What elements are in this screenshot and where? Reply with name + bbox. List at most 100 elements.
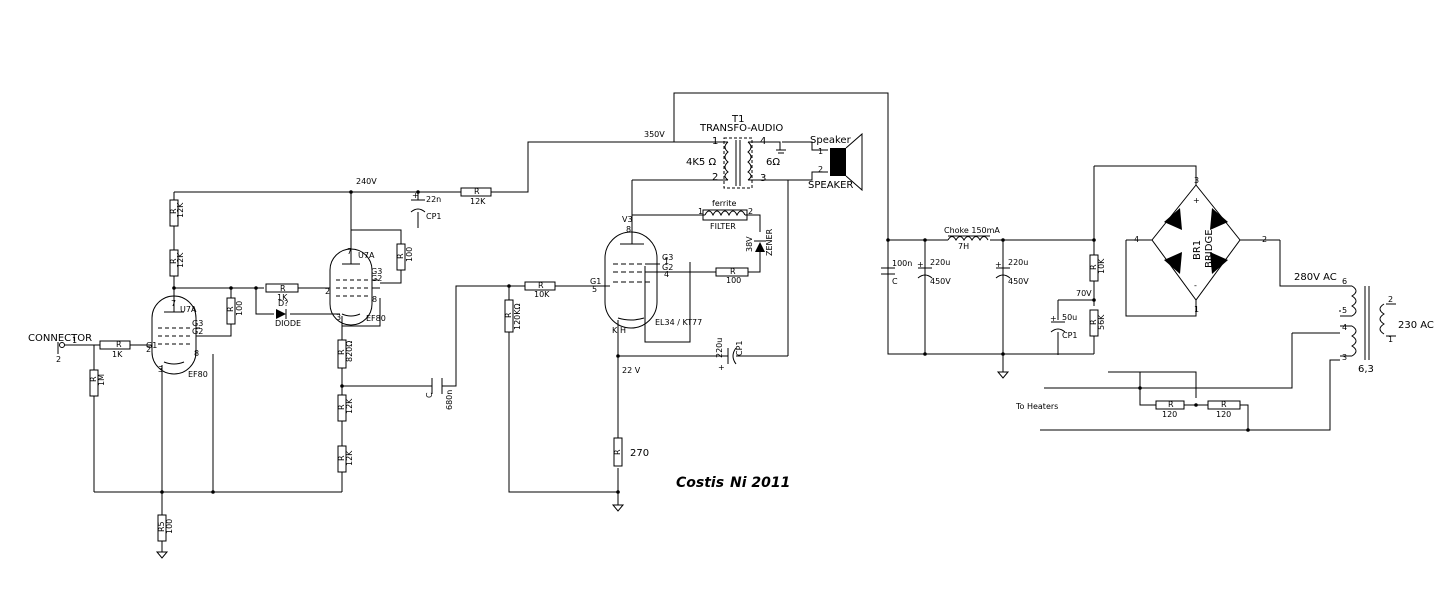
tube1-type: EF80 — [188, 370, 208, 379]
r-screen-out-ref: R — [730, 267, 736, 276]
r-grid-stop-ref: R — [538, 281, 544, 290]
junctions — [160, 190, 1250, 494]
svg-text:+: + — [718, 363, 725, 372]
r-screen-out-body — [715, 267, 749, 277]
svg-text:+: + — [917, 260, 924, 269]
signature-name: Costis — [676, 475, 724, 491]
r-plate1a-ref: R — [169, 208, 178, 214]
r-input-value: 1K — [112, 350, 123, 359]
input-connector: CONNECTOR 1 2 — [28, 333, 92, 364]
r-feed-ref: R — [474, 187, 480, 196]
diode-value: DIODE — [275, 319, 301, 328]
coupling-cap: C 680n — [425, 378, 454, 410]
tube1-pin-g1: G1 — [146, 341, 157, 350]
transformer-name: TRANSFO-AUDIO — [699, 123, 783, 134]
transformer-pin-3: 3 — [760, 173, 766, 184]
output-stage: R 10K R 120KΩ R 100 R 270 + 220u CP1 fer… — [504, 199, 774, 467]
output-g2: G2 — [662, 263, 673, 272]
output-pin-1: 1 — [664, 257, 669, 266]
cap-22n-value: 22n — [426, 195, 441, 204]
r-div1-value: 10K — [1097, 258, 1106, 274]
cap-cathode-out-ref: CP1 — [735, 341, 744, 357]
tube2-pin-7: 7 — [347, 247, 352, 256]
signature-year: Ni 2011 — [730, 475, 790, 491]
filter-pin-1: 1 — [698, 207, 703, 216]
r-k2-value: 12K — [345, 398, 354, 414]
svg-text:+: + — [412, 191, 419, 200]
r-plate1a-body — [169, 199, 179, 227]
r-k2-ref: R — [337, 404, 346, 410]
output-pin-k: K — [612, 326, 618, 335]
psu-c4-ref: CP1 — [1062, 331, 1078, 340]
r-screen1-body — [226, 297, 236, 325]
psu-c1: 100n C — [881, 259, 912, 286]
r-screen2-value: 100 — [405, 247, 414, 262]
output-g3: G3 — [662, 253, 673, 262]
output-pin-4: 4 — [664, 270, 669, 279]
r-plate1b-ref: R — [169, 258, 178, 264]
power-supply: 100n C Choke 150mA 7H + 220u 450V + 220u… — [881, 176, 1434, 419]
r-feed-value: 12K — [470, 197, 486, 206]
tube1-label: U7A — [180, 305, 197, 314]
r-k1-body — [337, 339, 347, 369]
mains-pin-1: 1 — [1388, 335, 1393, 344]
r-div2-body — [1089, 309, 1099, 337]
r-input-ref: R — [116, 340, 122, 349]
bridge-pin-1: 1 — [1194, 305, 1199, 314]
bridge-ref: BR1 — [1192, 240, 1203, 260]
zener-diode: 38V ZENER — [745, 228, 774, 256]
psu-c2-value: 220u — [930, 258, 950, 267]
cap-22n: + 22n CP1 — [410, 191, 442, 221]
tube2-pin-2: 2 — [325, 287, 330, 296]
r-grid-leak1-body — [89, 369, 99, 397]
connector-pin-1: 1 — [72, 336, 77, 345]
r-input-body — [99, 340, 131, 350]
r-plate1b-body — [169, 249, 179, 277]
bridge-pin-4: 4 — [1134, 235, 1139, 244]
r-k1-ref: R — [337, 349, 346, 355]
output-pin-5: 5 — [592, 285, 597, 294]
zener-value: 38V — [745, 236, 754, 252]
stage2: R 1K D? DIODE R 100 R 820Ω R 12K R 12K +… — [265, 191, 442, 473]
choke-line1: Choke 150mA — [944, 226, 1000, 235]
r-cathode1-ref: R5 — [157, 521, 166, 532]
filter-line2: FILTER — [710, 222, 736, 231]
transformer-ref: T1 — [731, 114, 744, 125]
tube2-label: U7A — [358, 251, 375, 260]
r-grid-stop-value: 10K — [534, 290, 550, 299]
r-div2-ref: R — [1089, 319, 1098, 325]
r-screen2-ref: R — [396, 253, 405, 259]
svg-text:+: + — [995, 260, 1002, 269]
r-k3-body — [337, 445, 347, 473]
rail-350v: 350V — [644, 130, 665, 139]
connector-pin-2: 2 — [56, 355, 61, 364]
choke-line2: 7H — [958, 242, 969, 251]
heaters-label: To Heaters — [1015, 402, 1058, 411]
r-plate1b-value: 12K — [176, 252, 185, 268]
psu-c2-volt: 450V — [930, 277, 951, 286]
output-transformer: T1 TRANSFO-AUDIO 4K5 Ω 6Ω 1 2 3 4 — [686, 114, 786, 189]
mains-pin-5: 5 — [1342, 306, 1347, 315]
r-cathode-out-body — [613, 437, 623, 467]
r-k2-body — [337, 394, 347, 422]
speaker-label-bottom: SPEAKER — [808, 180, 853, 191]
speaker-pin-2: 2 — [818, 165, 823, 174]
output-tube-type: EL34 / KT77 — [655, 318, 702, 327]
r-heater2-value: 120 — [1216, 410, 1231, 419]
r-grid-leak-value: 120KΩ — [513, 303, 522, 330]
r-plate1a-value: 12K — [176, 202, 185, 218]
r-grid-leak-body — [504, 299, 514, 333]
output-tube-ref: V3 — [622, 215, 633, 224]
tube1-pin-g2: G2 — [192, 327, 203, 336]
cap-cathode-out: + 220u CP1 — [715, 338, 744, 372]
rail-70v: 70V — [1076, 289, 1092, 298]
mains-heater: 6,3 — [1358, 364, 1374, 375]
r-screen1-ref: R — [226, 306, 235, 312]
transformer-pin-1: 1 — [712, 136, 718, 147]
r-cathode1-value: 100 — [165, 519, 174, 534]
transformer-pin-2: 2 — [712, 172, 718, 183]
r-k3-ref: R — [337, 455, 346, 461]
coupling-cap-ref: C — [425, 392, 434, 398]
transformer-secondary: 6Ω — [766, 157, 780, 168]
